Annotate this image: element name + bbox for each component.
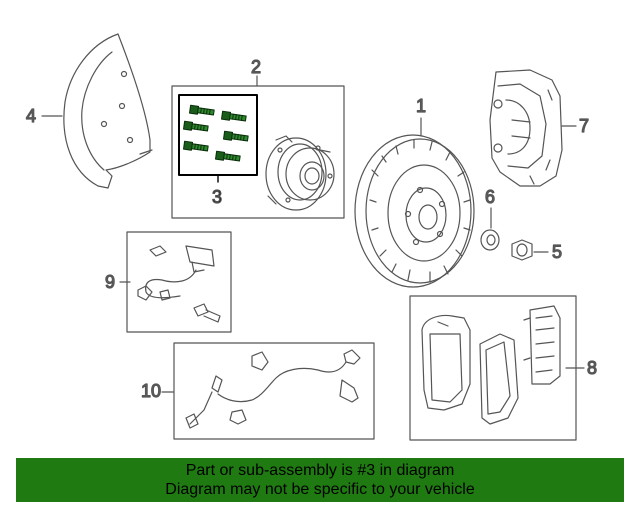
callout-10: 10 [140,380,175,402]
callout-label-5: 5 [552,242,562,262]
callout-label-2: 2 [251,57,261,77]
banner-line-2: Diagram may not be specific to your vehi… [165,481,475,498]
callout-2: 2 [250,56,262,87]
fitment-notice-banner: Part or sub-assembly is #3 in diagram Di… [16,458,624,502]
callout-9: 9 [104,271,131,293]
brake-pad-kit-icon [421,305,561,425]
callout-1: 1 [415,95,427,137]
exploded-brake-diagram: 4 2 [25,33,598,441]
callout-7: 7 [561,115,590,137]
splash-shield-icon [63,33,153,189]
wheel-hub-bearing-icon [265,135,335,211]
callout-label-9: 9 [105,272,115,292]
callout-label-3: 3 [212,187,222,207]
banner-line-1: Part or sub-assembly is #3 in diagram [185,462,455,479]
callout-6: 6 [484,186,496,229]
part-10-box [173,342,375,440]
callout-label-7: 7 [579,116,589,136]
bolt-icon [223,130,249,142]
callout-label-1: 1 [416,96,426,116]
brake-caliper-icon [489,69,563,187]
callout-4: 4 [25,105,63,127]
callout-label-6: 6 [485,187,495,207]
abs-wheel-speed-sensor-icon [185,349,361,429]
bolt-icon [215,150,241,162]
callout-label-10: 10 [141,381,161,401]
callout-label-4: 4 [26,106,36,126]
pad-wear-sensor-kit-icon [137,245,221,323]
brake-rotor-icon [354,134,475,288]
bolt-icon [183,120,209,132]
bolt-icon [189,104,215,116]
part-2-box [171,85,345,219]
callout-label-8: 8 [587,358,597,378]
washer-icon [480,229,500,251]
bolt-icon [221,110,247,122]
bolt-icon [183,140,209,152]
bolt-kit-icon [178,94,258,183]
lock-nut-icon [511,239,533,261]
callout-8: 8 [565,357,598,379]
callout-5: 5 [533,241,563,263]
